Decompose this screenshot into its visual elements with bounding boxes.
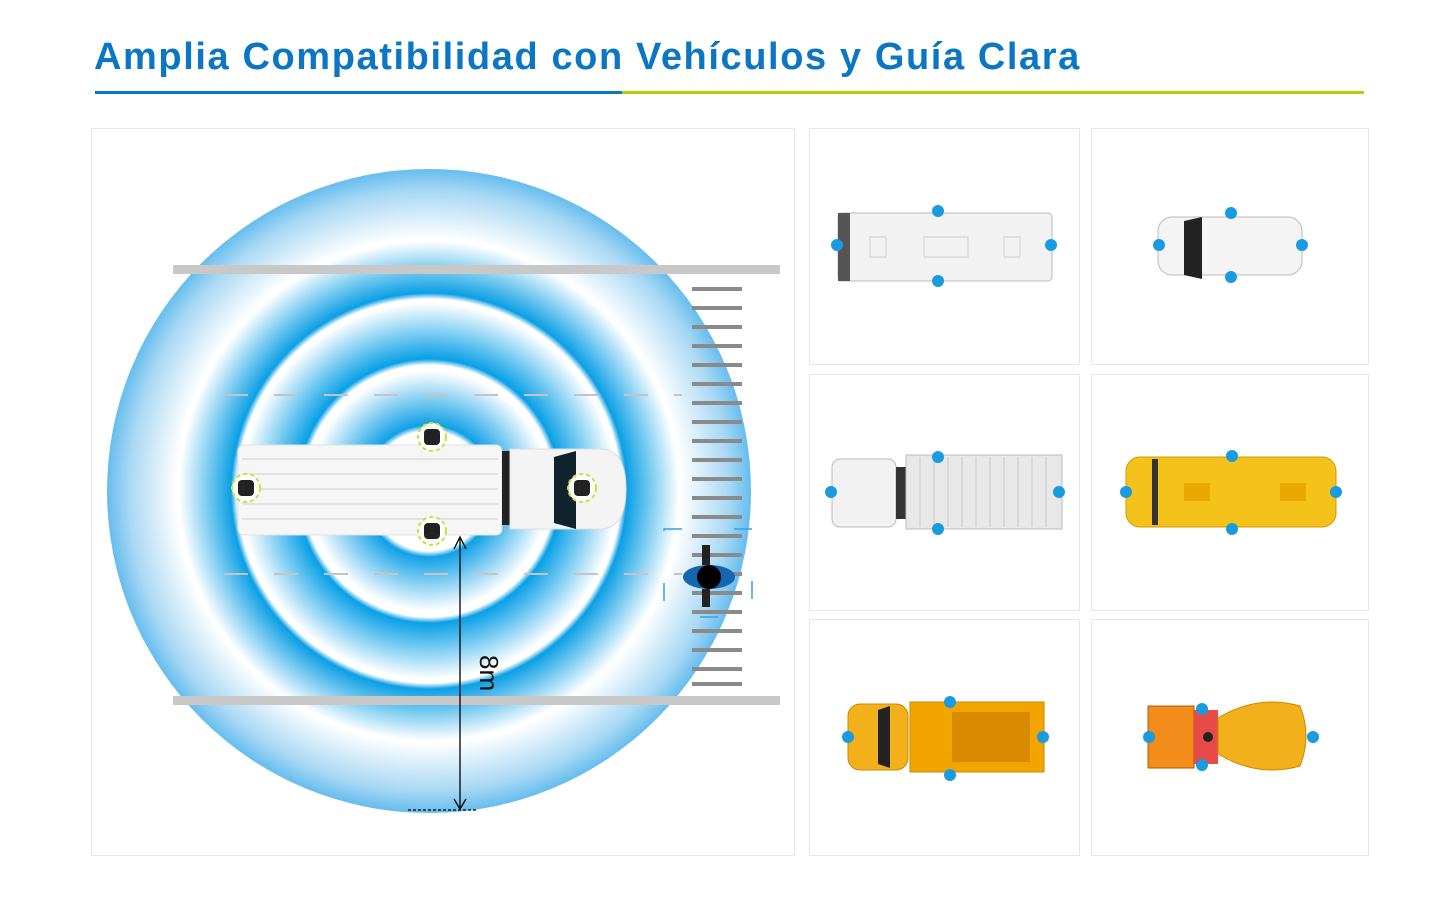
sensor-dots: [831, 205, 1057, 287]
road-edge-bottom: [173, 696, 780, 705]
vehicle-card-bus: [809, 128, 1080, 365]
page-title: Amplia Compatibilidad con Vehículos y Gu…: [94, 36, 1081, 78]
title-underline-blue: [95, 91, 622, 94]
vehicle-card-box-truck: [809, 374, 1080, 611]
coverage-diagram: [173, 265, 780, 811]
vehicle-card-school-bus: [1091, 374, 1369, 611]
crosswalk: [692, 287, 742, 686]
vehicle-card-dump-truck: [809, 619, 1080, 856]
sensor-dots: [842, 696, 1049, 781]
pedestrian: [663, 528, 753, 618]
title-underline-green: [622, 91, 1364, 94]
vehicle-card-suv: [1091, 128, 1369, 365]
sensor-dots: [1143, 703, 1319, 771]
sensor-dots: [1120, 450, 1342, 535]
road-edge-top: [173, 265, 780, 274]
camera-icons: [231, 422, 597, 546]
coverage-diagram-panel: 8m: [91, 128, 795, 856]
vehicle-card-cement-mixer: [1091, 619, 1369, 856]
distance-label: 8m: [474, 655, 504, 692]
sensor-dots: [825, 451, 1065, 535]
sensor-dots: [1153, 207, 1308, 283]
distance-arrow: [408, 535, 476, 811]
